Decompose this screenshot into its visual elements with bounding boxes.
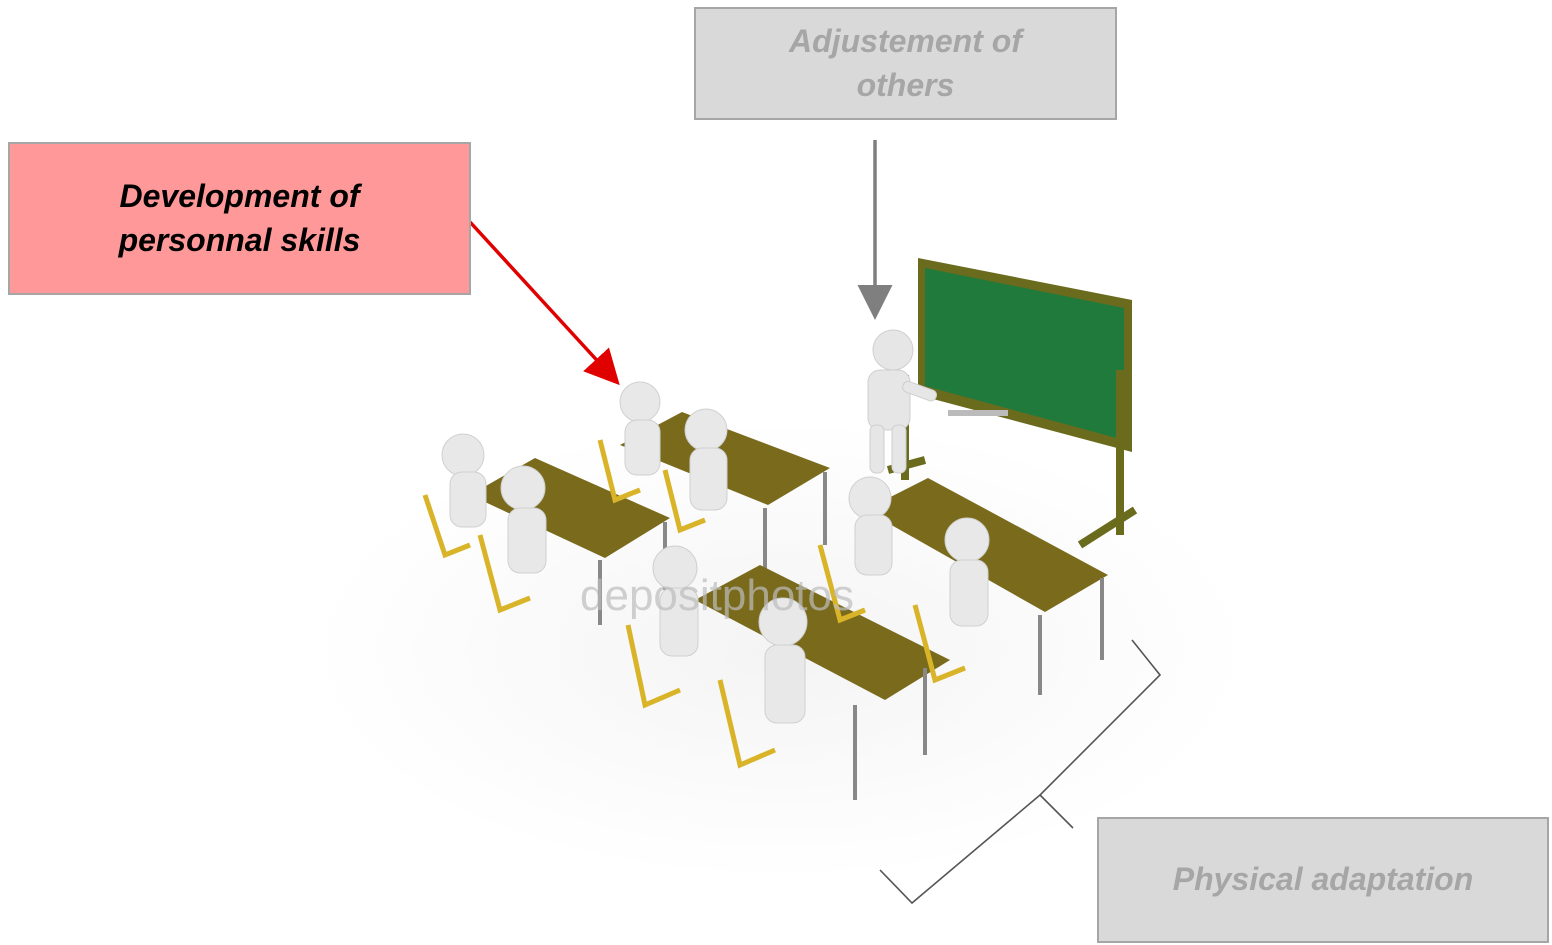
teacher-figure xyxy=(867,329,937,474)
development-of-skills-box: Development of personnal skills xyxy=(8,142,471,295)
development-line-1: Development of xyxy=(119,178,360,215)
physical-brace xyxy=(879,639,1162,905)
chalkboard xyxy=(886,258,1138,549)
watermark-text: depositphotos xyxy=(580,571,854,620)
development-arrow xyxy=(468,220,620,386)
adjustment-line-1: Adjustement of xyxy=(789,23,1022,60)
development-line-2: personnal skills xyxy=(118,221,361,258)
physical-adaptation-label: Physical adaptation xyxy=(1172,861,1474,898)
adjustment-of-others-box: Adjustement of others xyxy=(694,7,1117,120)
chairs xyxy=(422,439,966,769)
desk-front-left xyxy=(695,565,950,800)
adjustment-line-2: others xyxy=(856,66,955,103)
student-figures xyxy=(441,381,990,724)
physical-adaptation-box: Physical adaptation xyxy=(1097,817,1549,943)
